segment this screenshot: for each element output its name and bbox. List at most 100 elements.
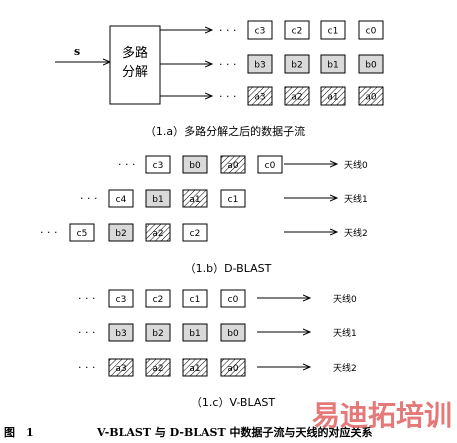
stream-cell-c3: c3 xyxy=(145,155,171,174)
cell-box xyxy=(145,358,171,377)
cell-label: b2 xyxy=(152,329,163,339)
cell-box xyxy=(182,223,208,242)
watermark-logo: 易迪拓培训 xyxy=(312,399,452,432)
stream-cell-c0: c0 xyxy=(257,155,283,174)
cell-label: c2 xyxy=(153,295,164,305)
cell-label: b0 xyxy=(189,161,201,171)
cell-box xyxy=(358,54,384,74)
stream-cell-a2: a2 xyxy=(284,86,310,106)
stream-cell-c3: c3 xyxy=(108,289,134,308)
cell-box xyxy=(220,189,246,208)
cell-label: b0 xyxy=(227,329,239,339)
ellipsis: · · · xyxy=(80,192,97,205)
ellipsis: · · · xyxy=(40,226,57,239)
cell-box xyxy=(247,20,273,40)
ellipsis: · · · xyxy=(118,158,135,171)
cell-box xyxy=(284,54,310,74)
cell-label: a0 xyxy=(227,161,239,171)
cell-box xyxy=(220,155,246,174)
caption-b: （1.b）D-BLAST xyxy=(185,262,272,275)
cell-label: b1 xyxy=(327,61,338,71)
cell-box xyxy=(145,189,171,208)
cell-box xyxy=(358,20,384,40)
cell-label: c3 xyxy=(255,27,266,37)
cell-label: c4 xyxy=(116,195,127,205)
cell-label: a1 xyxy=(189,364,200,374)
cell-box xyxy=(320,86,346,106)
cell-label: b0 xyxy=(365,61,377,71)
cell-box xyxy=(145,223,171,242)
cell-box xyxy=(220,289,246,308)
stream-cell-a1: a1 xyxy=(320,86,346,106)
cell-box xyxy=(220,323,246,342)
panel-b-row: · · · c4 b1 a1 c1 天线1 xyxy=(80,189,368,208)
panel-c-row: · · · b3 b2 b1 b0 天线1 xyxy=(78,323,357,342)
cell-label: a0 xyxy=(227,364,239,374)
stream-cell-b2: b2 xyxy=(284,54,310,74)
cell-box xyxy=(145,155,171,174)
cell-label: c0 xyxy=(265,161,276,171)
figure-label: 图 1 xyxy=(4,426,34,439)
cell-label: b3 xyxy=(254,61,265,71)
cell-label: b2 xyxy=(115,229,126,239)
antenna-label: 天线1 xyxy=(333,327,357,339)
ellipsis: · · · xyxy=(78,326,95,339)
cell-box xyxy=(320,54,346,74)
cell-box xyxy=(145,289,171,308)
stream-cell-b2: b2 xyxy=(108,223,134,242)
cell-box xyxy=(247,54,273,74)
stream-cell-c0: c0 xyxy=(358,20,384,40)
antenna-label: 天线2 xyxy=(333,362,357,374)
stream-cell-c2: c2 xyxy=(182,223,208,242)
stream-cell-a2: a2 xyxy=(145,223,171,242)
cell-box xyxy=(108,323,134,342)
cell-label: b1 xyxy=(189,329,200,339)
cell-label: a1 xyxy=(327,93,338,103)
caption-a: （1.a）多路分解之后的数据子流 xyxy=(145,124,305,138)
stream-cell-b0: b0 xyxy=(220,323,246,342)
ellipsis: · · · xyxy=(219,24,236,37)
cell-label: a2 xyxy=(152,364,163,374)
cell-box xyxy=(358,86,384,106)
cell-box xyxy=(145,323,171,342)
caption-c: （1.c）V-BLAST xyxy=(191,396,275,409)
stream-cell-c5: c5 xyxy=(69,223,95,242)
antenna-label: 天线1 xyxy=(344,193,368,205)
stream-cell-b1: b1 xyxy=(320,54,346,74)
cell-box xyxy=(108,358,134,377)
cell-label: c2 xyxy=(292,27,303,37)
cell-label: a1 xyxy=(189,195,200,205)
cell-label: c1 xyxy=(328,27,339,37)
stream-cell-a0: a0 xyxy=(220,155,246,174)
cell-box xyxy=(220,358,246,377)
stream-cell-a0: a0 xyxy=(358,86,384,106)
cell-box xyxy=(108,289,134,308)
cell-label: c0 xyxy=(366,27,377,37)
cell-label: a2 xyxy=(152,229,163,239)
antenna-label: 天线0 xyxy=(333,293,357,305)
stream-cell-b3: b3 xyxy=(108,323,134,342)
cell-box xyxy=(284,20,310,40)
cell-label: a3 xyxy=(115,364,126,374)
cell-label: c0 xyxy=(228,295,239,305)
stream-cell-c2: c2 xyxy=(145,289,171,308)
cell-label: c1 xyxy=(228,195,239,205)
cell-label: b1 xyxy=(152,195,163,205)
stream-cell-a3: a3 xyxy=(247,86,273,106)
cell-label: c2 xyxy=(190,229,201,239)
cell-box xyxy=(182,358,208,377)
cell-label: c3 xyxy=(116,295,127,305)
stream-cell-c1: c1 xyxy=(320,20,346,40)
stream-cell-c2: c2 xyxy=(284,20,310,40)
stream-cell-a1: a1 xyxy=(182,189,208,208)
ellipsis: · · · xyxy=(78,292,95,305)
